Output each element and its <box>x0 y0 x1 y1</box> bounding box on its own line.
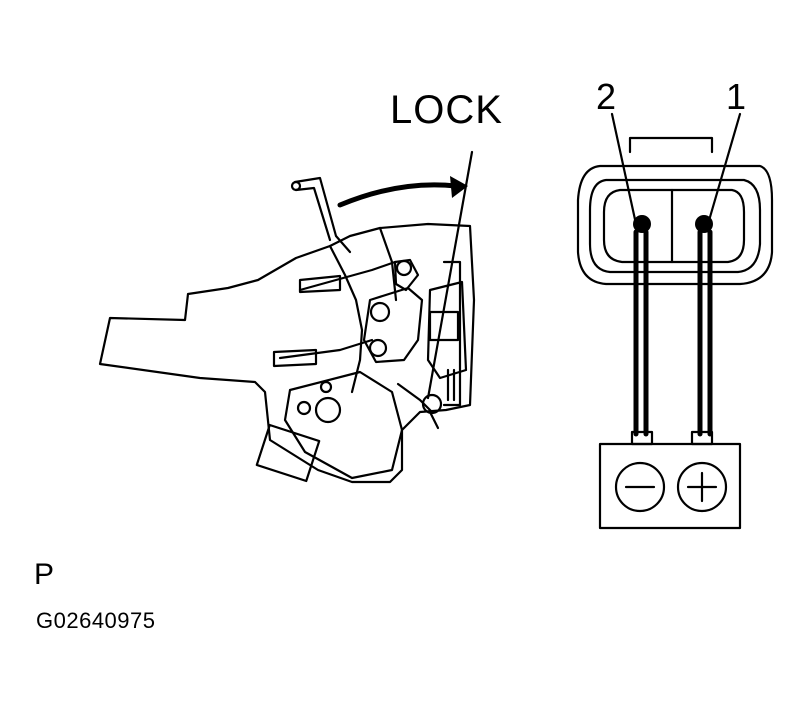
pin-1-leader-line <box>706 112 742 226</box>
pin-1-terminal <box>695 215 713 233</box>
battery <box>598 430 742 530</box>
negative-terminal <box>614 461 666 513</box>
wire-pin-1-to-positive <box>697 229 713 437</box>
wire-pin-2-to-negative <box>633 229 649 437</box>
connector <box>576 136 774 286</box>
pin-2-terminal <box>633 215 651 233</box>
lock-label: LOCK <box>390 88 503 132</box>
pin-2-label: 2 <box>596 76 617 117</box>
figure-code: G02640975 <box>36 608 156 633</box>
lock-direction-arrow <box>337 176 468 208</box>
positive-terminal <box>676 461 728 513</box>
pin-2-leader-line <box>610 112 638 226</box>
pin-1-label: 1 <box>726 76 747 117</box>
view-label: P <box>34 558 55 591</box>
lock-leader-line <box>426 150 474 400</box>
door-lock-assembly <box>98 176 476 484</box>
